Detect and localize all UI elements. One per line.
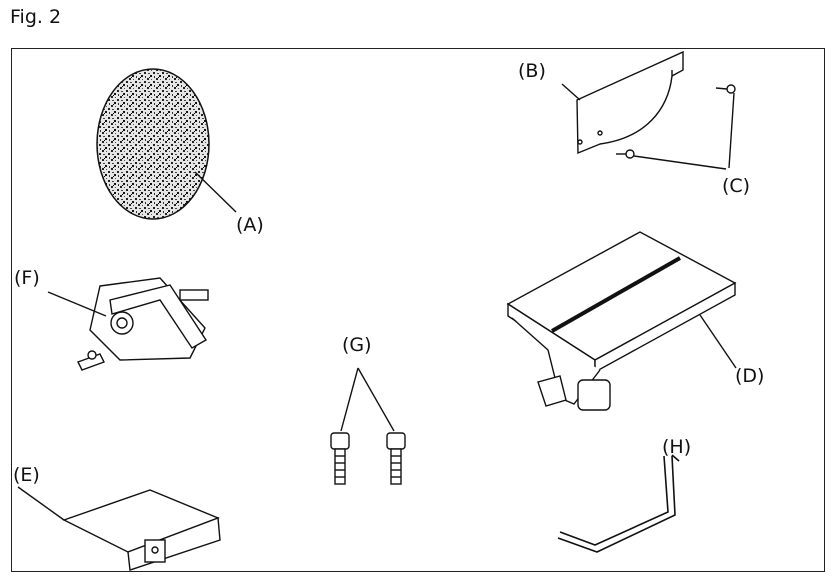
label-g: (G) xyxy=(342,334,372,356)
sanding-disc xyxy=(96,68,237,220)
figure-frame xyxy=(11,48,825,572)
label-d: (D) xyxy=(735,365,765,387)
figure-title: Fig. 2 xyxy=(10,6,62,28)
label-f: (F) xyxy=(14,267,40,289)
mitre-gauge xyxy=(47,277,209,371)
label-a: (A) xyxy=(236,214,264,236)
label-h: (H) xyxy=(662,436,692,458)
guard-plate xyxy=(561,50,684,155)
label-c: (C) xyxy=(722,175,751,197)
plate-screws xyxy=(616,84,736,170)
label-e: (E) xyxy=(13,464,40,486)
label-b: (B) xyxy=(518,60,546,82)
hex-key xyxy=(557,454,680,553)
saw-table xyxy=(506,231,737,411)
cover-plate xyxy=(17,486,221,571)
cap-screws xyxy=(330,367,406,485)
